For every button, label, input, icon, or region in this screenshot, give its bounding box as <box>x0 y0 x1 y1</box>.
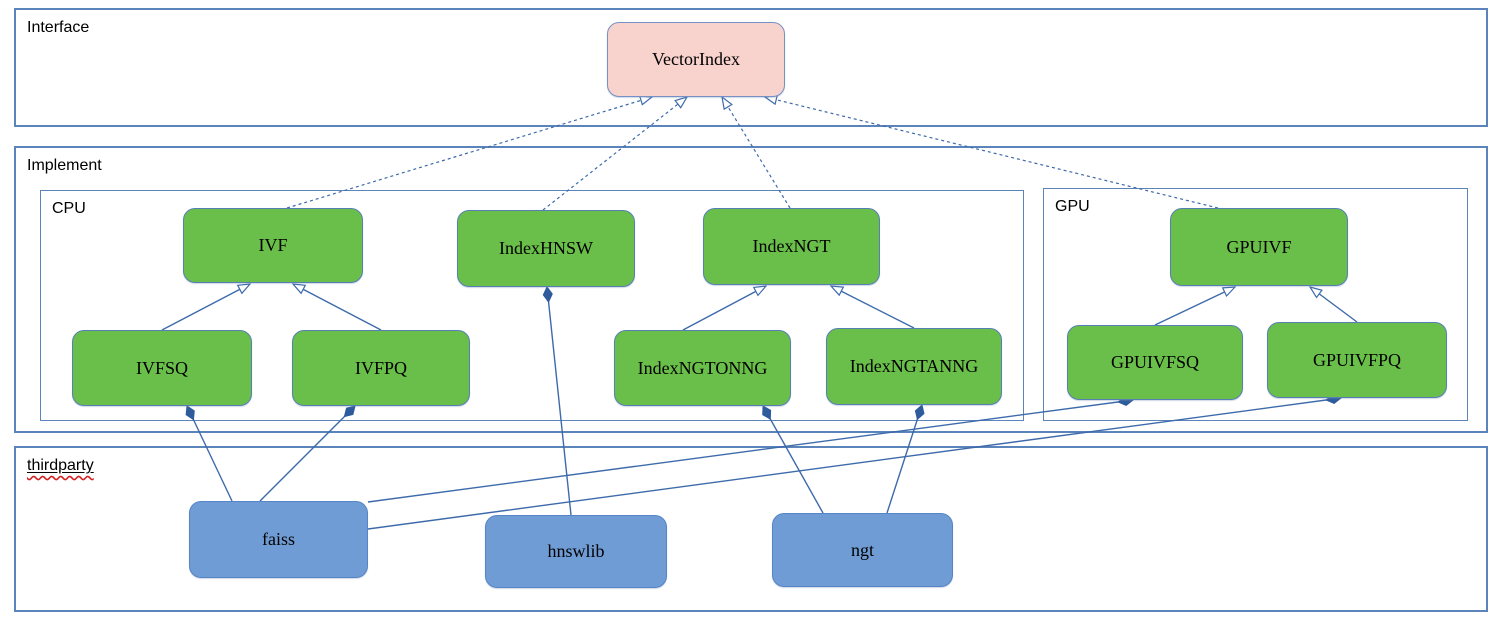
node-gpuivfsq[interactable]: GPUIVFSQ <box>1067 325 1243 400</box>
node-hnswlib[interactable]: hnswlib <box>485 515 667 588</box>
node-indexngtanng[interactable]: IndexNGTANNG <box>826 328 1002 405</box>
node-indexngt[interactable]: IndexNGT <box>703 208 880 285</box>
node-ngt[interactable]: ngt <box>772 513 953 587</box>
container-interface-label: Interface <box>27 19 90 36</box>
node-indexngtonng[interactable]: IndexNGTONNG <box>614 330 791 406</box>
container-gpu-label: GPU <box>1055 198 1090 215</box>
container-thirdparty-label-text: thirdparty <box>27 457 94 474</box>
node-faiss[interactable]: faiss <box>189 501 368 578</box>
node-ivfsq[interactable]: IVFSQ <box>72 330 252 406</box>
container-implement-label: Implement <box>27 157 102 174</box>
node-gpuivfpq[interactable]: GPUIVFPQ <box>1267 322 1447 398</box>
container-thirdparty-label: thirdparty <box>27 456 94 475</box>
container-cpu-label: CPU <box>52 200 86 217</box>
node-ivfpq[interactable]: IVFPQ <box>292 330 470 406</box>
node-indexhnsw[interactable]: IndexHNSW <box>457 210 635 287</box>
node-vectorindex[interactable]: VectorIndex <box>607 22 785 97</box>
node-gpuivf[interactable]: GPUIVF <box>1170 208 1348 286</box>
node-ivf[interactable]: IVF <box>183 208 363 283</box>
